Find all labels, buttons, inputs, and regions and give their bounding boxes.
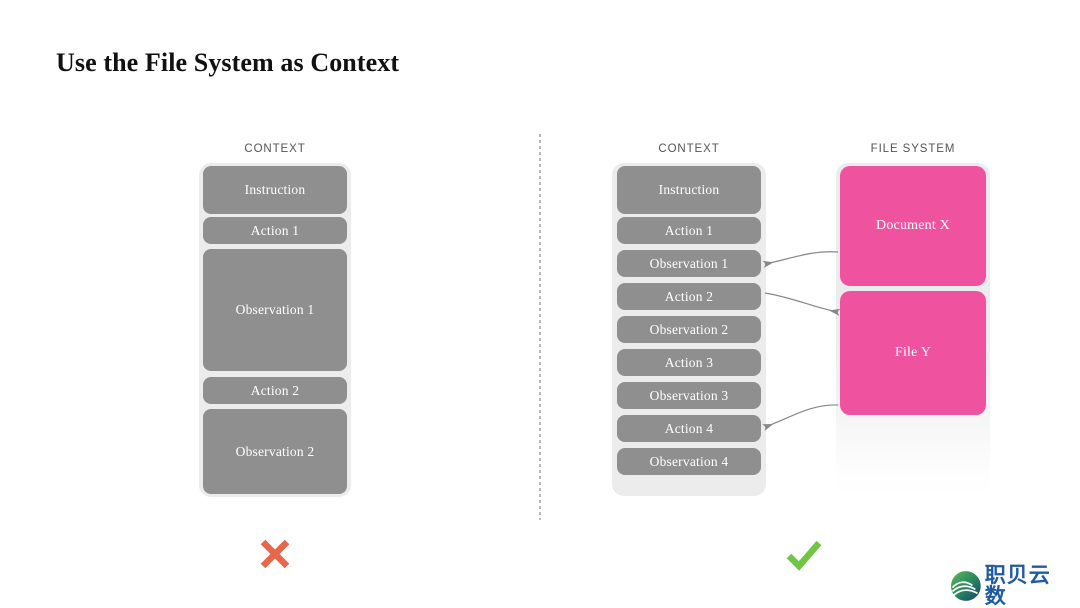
arrow-file-y-to-action-4 [762,404,839,431]
left-block-observation-2[interactable]: Observation 2 [203,409,347,494]
brand-logo-text: 职贝云数 [984,563,1051,608]
wave-circle-logo-icon [950,571,981,601]
right-block-observation-4[interactable]: Observation 4 [617,448,761,475]
left-block-action-2[interactable]: Action 2 [203,377,347,404]
right-block-action-1[interactable]: Action 1 [617,217,761,244]
right-block-observation-1[interactable]: Observation 1 [617,250,761,277]
left-block-observation-1[interactable]: Observation 1 [203,249,347,371]
right-block-action-4[interactable]: Action 4 [617,415,761,442]
file-block-file-y[interactable]: File Y [840,291,986,415]
right-context-label: CONTEXT [658,143,720,155]
check-mark-icon [784,535,824,578]
right-block-observation-2[interactable]: Observation 2 [617,316,761,343]
right-block-action-3[interactable]: Action 3 [617,349,761,376]
left-block-action-1[interactable]: Action 1 [203,217,347,244]
left-block-instruction[interactable]: Instruction [203,166,347,214]
vertical-dotted-divider [539,134,541,520]
brand-logo: 职贝云数 [950,563,1072,608]
file-system-label: FILE SYSTEM [870,143,956,155]
right-block-observation-3[interactable]: Observation 3 [617,382,761,409]
right-block-action-2[interactable]: Action 2 [617,283,761,310]
left-context-label: CONTEXT [244,143,306,155]
arrow-document-x-to-observation-1 [762,251,839,268]
arrow-action-2-to-file-y [764,292,841,316]
file-block-document-x[interactable]: Document X [840,166,986,286]
page-title: Use the File System as Context [56,48,400,77]
right-block-instruction[interactable]: Instruction [617,166,761,214]
cross-mark-icon [256,535,294,578]
